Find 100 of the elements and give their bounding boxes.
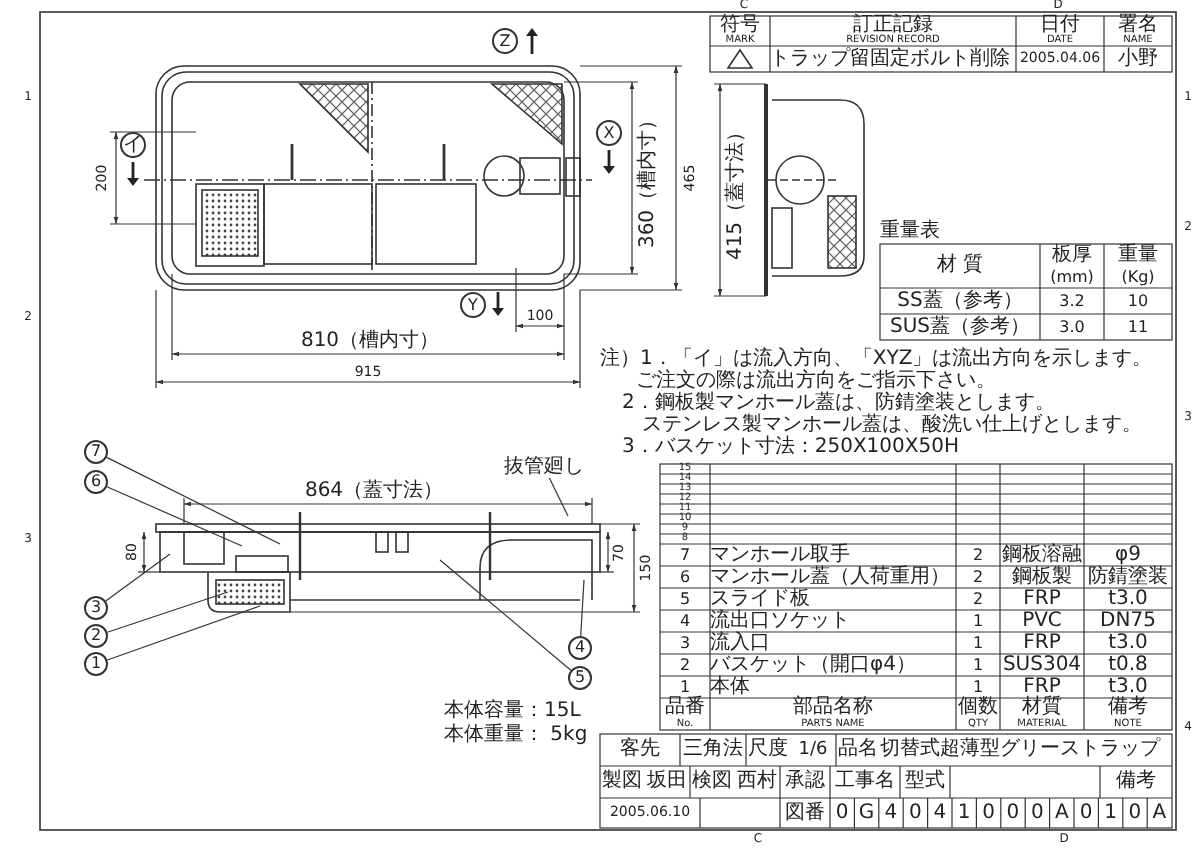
- table-text: 2: [970, 566, 986, 588]
- direction-mark: Y: [460, 292, 486, 318]
- direction-mark: イ: [120, 132, 146, 158]
- drawing-number-digit: 0: [980, 799, 997, 827]
- table-header: 重量: [1116, 244, 1160, 266]
- drawing-number-digit: A: [1052, 799, 1071, 827]
- dimension-label: 810（槽内寸）: [298, 330, 442, 352]
- table-header: 品番: [663, 698, 707, 718]
- drawing-number-digit: 0: [1077, 799, 1095, 827]
- table-header: 材 質: [934, 251, 986, 280]
- table-text: 1: [970, 610, 986, 632]
- table-text: 11: [1125, 315, 1151, 339]
- callout-number: 4: [568, 636, 592, 660]
- leader-line: [106, 591, 229, 633]
- table-text: FRP: [1021, 588, 1063, 610]
- table-text: 鋼板製: [1012, 566, 1072, 588]
- title-block-text: 尺度: [746, 735, 790, 764]
- dimension-label: 864（蓋寸法）: [302, 480, 446, 502]
- table-text: 5: [677, 588, 693, 610]
- note-text: ステンレス製マンホール蓋は、酸洗い仕上げとします。: [642, 414, 1144, 435]
- drawing-number-digit: 0: [907, 799, 924, 827]
- drawing-number-digit: 1: [1102, 799, 1119, 827]
- note-text: 本体容量：15L: [444, 700, 583, 722]
- drawing-number-digit: G: [856, 799, 877, 827]
- table-header: 個数: [956, 698, 1000, 718]
- table-text: マンホール取手: [710, 544, 852, 565]
- note-text: 注）1．「イ」は流入方向、「XYZ」は流出方向を示します。: [600, 348, 1155, 369]
- table-text: 流入口: [710, 632, 772, 654]
- table-text: 3.0: [1057, 315, 1087, 339]
- title-block-text: 工事名: [833, 767, 897, 796]
- table-text: 1: [970, 654, 986, 676]
- leader-line: [105, 553, 171, 602]
- drawing-number-digit: 0: [1029, 799, 1046, 827]
- drawing-number-digit: A: [1150, 799, 1169, 827]
- table-text: 3.2: [1057, 289, 1087, 313]
- table-text: t3.0: [1106, 588, 1150, 610]
- table-text: 1: [677, 676, 693, 695]
- table-header: 板厚: [1050, 244, 1094, 266]
- table-text: 流出口ソケット: [710, 610, 852, 631]
- table-text: SUS304: [1000, 654, 1084, 676]
- table-text: 防錆塗装: [1086, 566, 1170, 588]
- title-block-text: 客先: [618, 735, 662, 764]
- table-text: SUS蓋（参考）: [887, 314, 1032, 340]
- table-text: 2: [970, 544, 986, 566]
- table-text: SS蓋（参考）: [895, 288, 1025, 314]
- table-header: 署名: [1116, 16, 1160, 36]
- table-text: 2: [970, 588, 986, 610]
- table-text: DN75: [1098, 610, 1158, 632]
- leader-line: [580, 579, 585, 637]
- note-text: ご注文の際は流出方向をご指示下さい。: [636, 370, 998, 391]
- drawing-number-digit: 4: [931, 799, 949, 827]
- table-text: マンホール蓋（人荷重用）: [710, 566, 952, 587]
- drawing-number-digit: 1: [955, 799, 973, 827]
- table-text: FRP: [1021, 632, 1063, 654]
- table-text: 鋼板溶融: [1000, 544, 1084, 565]
- drawing-number-digit: 0: [1004, 799, 1022, 827]
- table-header: 訂正記録: [853, 16, 933, 36]
- table-header: 材質: [1020, 698, 1064, 718]
- table-header: 部品名称: [791, 698, 875, 718]
- table-text: バスケット（開口φ4）: [710, 654, 918, 675]
- title-block-text: 西村: [735, 767, 779, 796]
- table-header: (Kg): [1119, 266, 1157, 288]
- table-text: 小野: [1116, 46, 1160, 72]
- table-title: 重量表: [880, 220, 942, 242]
- table-text: 4: [677, 610, 693, 632]
- note-text: 本体重量： 5kg: [444, 724, 590, 746]
- elevation-drawing: [155, 512, 601, 613]
- drawing-number-digit: 0: [1126, 799, 1144, 827]
- table-text: スライド板: [710, 588, 812, 609]
- table-text: φ9: [1113, 544, 1143, 566]
- leader-line: [106, 605, 261, 661]
- note-text: 3．バスケット寸法：250X100X50H: [622, 436, 961, 458]
- table-header: 符号: [718, 16, 762, 36]
- title-block-text: 1/6: [796, 737, 830, 763]
- direction-mark: X: [596, 120, 622, 146]
- table-text: 3: [677, 632, 693, 654]
- table-text: t3.0: [1106, 676, 1150, 697]
- leader-line: [439, 559, 572, 671]
- leader-line: [106, 456, 281, 545]
- table-text: トラップ留固定ボルト削除: [770, 46, 1012, 72]
- title-block-text: 型式: [903, 767, 947, 796]
- leader-line: [548, 477, 569, 517]
- table-text: 7: [677, 544, 693, 566]
- table-text: 2: [677, 654, 693, 676]
- direction-mark: Z: [492, 28, 518, 54]
- table-text: 10: [1125, 289, 1151, 313]
- title-block-text: 製図: [600, 767, 644, 796]
- title-block-text: 図番: [783, 799, 827, 827]
- title-block-text: 検図: [690, 767, 734, 796]
- leader-line: [106, 486, 243, 547]
- table-text: 1: [970, 676, 986, 696]
- title-block-text: 三角法: [681, 735, 745, 764]
- callout-number: 6: [84, 470, 108, 494]
- dimension-label: 360（槽内寸）: [637, 106, 659, 252]
- table-text: PVC: [1020, 610, 1064, 632]
- title-block-text: 品名: [836, 736, 880, 764]
- table-text: 本体: [710, 676, 752, 698]
- table-text: FRP: [1023, 676, 1063, 697]
- table-text: t3.0: [1106, 632, 1150, 654]
- table-header: 日付: [1038, 16, 1082, 36]
